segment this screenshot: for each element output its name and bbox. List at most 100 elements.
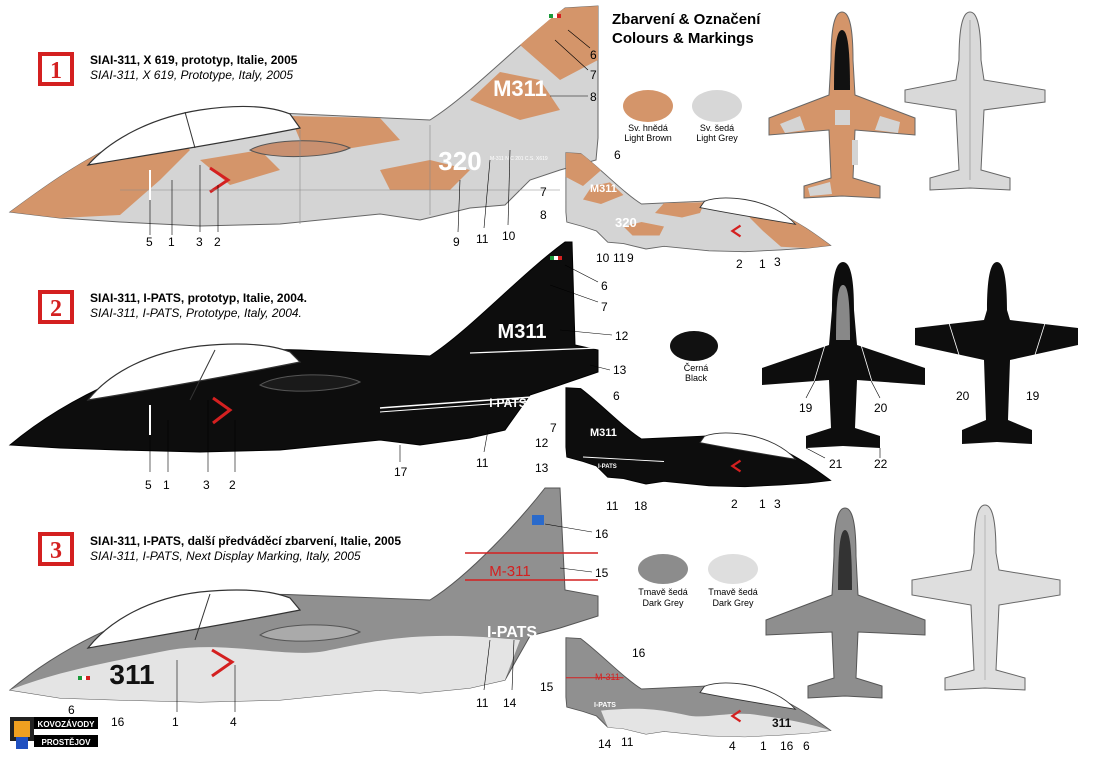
svg-text:1: 1	[168, 235, 175, 249]
svg-text:5: 5	[146, 235, 153, 249]
scheme-title-en: SIAI-311, I-PATS, Prototype, Italy, 2004…	[90, 306, 302, 320]
svg-text:Dark Grey: Dark Grey	[642, 598, 684, 608]
scheme-number: 1	[50, 58, 62, 84]
callouts-1-small: 6 7 8 10 11 9 2 1 3	[540, 148, 781, 271]
tail-code: M-311	[489, 563, 530, 580]
svg-text:15: 15	[595, 566, 609, 580]
svg-text:6: 6	[613, 389, 620, 403]
svg-text:2: 2	[50, 296, 62, 322]
svg-text:M-311: M-311	[595, 672, 620, 682]
svg-text:11: 11	[476, 232, 489, 246]
scheme-title-cz: SIAI-311, I-PATS, prototyp, Italie, 2004…	[90, 291, 307, 305]
small-profile-texts-1: M311 320	[590, 183, 637, 230]
logo-line1: KOVOZÁVODY	[38, 720, 96, 729]
svg-text:13: 13	[535, 461, 549, 475]
svg-text:I-PATS: I-PATS	[594, 702, 616, 709]
svg-text:16: 16	[595, 527, 609, 541]
svg-text:320: 320	[615, 215, 637, 230]
small-profile-texts-2: M311 I-PATS	[590, 427, 617, 470]
side-profile-small	[565, 637, 832, 738]
plan-top-3	[765, 507, 926, 699]
nose-code: 311	[109, 659, 154, 690]
svg-text:11: 11	[613, 251, 626, 265]
svg-text:18: 18	[634, 499, 648, 513]
tail-code: M311	[498, 321, 547, 343]
svg-text:20: 20	[956, 389, 970, 403]
header-title-en: Colours & Markings	[612, 30, 754, 47]
svg-text:19: 19	[799, 401, 813, 415]
svg-text:1: 1	[759, 257, 766, 271]
svg-text:4: 4	[230, 715, 237, 729]
fuselage-code: I-PATS	[487, 624, 537, 641]
scheme-title-en: SIAI-311, X 619, Prototype, Italy, 2005	[90, 68, 293, 82]
svg-text:Black: Black	[685, 373, 708, 383]
scheme-3: 3 SIAI-311, I-PATS, další předváděcí zba…	[8, 487, 1061, 753]
swatch-light-grey	[692, 90, 742, 122]
svg-text:12: 12	[615, 329, 629, 343]
svg-text:11: 11	[606, 499, 619, 513]
svg-text:3: 3	[50, 538, 62, 564]
svg-text:311: 311	[772, 716, 792, 730]
svg-text:6: 6	[68, 703, 75, 717]
side-profile-large: M311 320 M-311 N C 201 C.S. X619	[8, 5, 599, 227]
svg-text:15: 15	[540, 680, 554, 694]
svg-text:3: 3	[203, 478, 210, 492]
fuselage-code: 320	[438, 146, 481, 176]
svg-text:19: 19	[1026, 389, 1040, 403]
callouts-2: 6 7 12 13 5 1 3 2 17 11	[145, 264, 629, 492]
svg-text:M311: M311	[590, 183, 617, 195]
callouts-2-small: 6 7 12 13 11 18 2 1 3	[535, 389, 781, 513]
svg-text:7: 7	[550, 421, 557, 435]
callouts-2-plan: 19 20 21 22 20 19	[799, 374, 1040, 471]
svg-text:1: 1	[759, 497, 766, 511]
scheme-title-cz: SIAI-311, I-PATS, další předváděcí zbarv…	[90, 534, 401, 548]
manufacturer-logo: KOVOZÁVODY PROSTĚJOV	[10, 717, 98, 749]
scheme-2: 2 SIAI-311, I-PATS, prototyp, Italie, 20…	[8, 241, 1078, 513]
svg-text:3: 3	[774, 497, 781, 511]
svg-text:11: 11	[621, 735, 634, 749]
svg-text:13: 13	[613, 363, 627, 377]
svg-text:2: 2	[229, 478, 236, 492]
svg-text:7: 7	[601, 300, 608, 314]
side-profile-large: M311 I-PATS	[8, 241, 599, 453]
svg-text:16: 16	[111, 715, 125, 729]
svg-text:Sv. šedá: Sv. šedá	[700, 123, 734, 133]
svg-text:7: 7	[540, 185, 547, 199]
svg-text:3: 3	[196, 235, 203, 249]
svg-text:20: 20	[874, 401, 888, 415]
swatch-dark-grey	[638, 554, 688, 584]
plan-bottom-1	[904, 11, 1046, 191]
svg-text:16: 16	[780, 739, 794, 753]
callouts-3-small: 16 15 14 11 4 1 16 6	[540, 646, 810, 753]
svg-text:Tmavě šedá: Tmavě šedá	[638, 587, 688, 597]
svg-text:1: 1	[163, 478, 170, 492]
svg-text:11: 11	[476, 696, 489, 710]
scheme-title-cz: SIAI-311, X 619, prototyp, Italie, 2005	[90, 53, 298, 67]
side-profile-large: M-311 I-PATS 311	[8, 487, 599, 703]
svg-text:6: 6	[803, 739, 810, 753]
svg-text:I-PATS: I-PATS	[598, 464, 617, 470]
tail-code: M311	[493, 76, 547, 101]
svg-text:12: 12	[535, 436, 549, 450]
svg-text:10: 10	[596, 251, 610, 265]
swatch-black	[670, 331, 718, 361]
svg-text:6: 6	[590, 48, 597, 62]
callouts-3: 16 15 6 16 1 4 11 14	[68, 523, 609, 729]
svg-text:17: 17	[394, 465, 408, 479]
swatch-light-brown	[623, 90, 673, 122]
svg-text:11: 11	[476, 456, 489, 470]
swatch-light-grey-3	[708, 554, 758, 584]
svg-text:21: 21	[829, 457, 843, 471]
plan-bottom-2	[915, 262, 1078, 444]
serial-text: M-311 N C 201 C.S. X619	[490, 156, 548, 162]
svg-text:22: 22	[874, 457, 888, 471]
svg-text:14: 14	[503, 696, 517, 710]
side-profile-small	[565, 387, 832, 488]
svg-text:2: 2	[736, 257, 743, 271]
svg-text:8: 8	[590, 90, 597, 104]
svg-text:Sv. hnědá: Sv. hnědá	[628, 123, 668, 133]
svg-text:Light Grey: Light Grey	[696, 133, 738, 143]
scheme-1: 1 SIAI-311, X 619, prototyp, Italie, 200…	[8, 5, 1046, 271]
svg-text:10: 10	[502, 229, 516, 243]
logo-line2: PROSTĚJOV	[42, 738, 92, 747]
